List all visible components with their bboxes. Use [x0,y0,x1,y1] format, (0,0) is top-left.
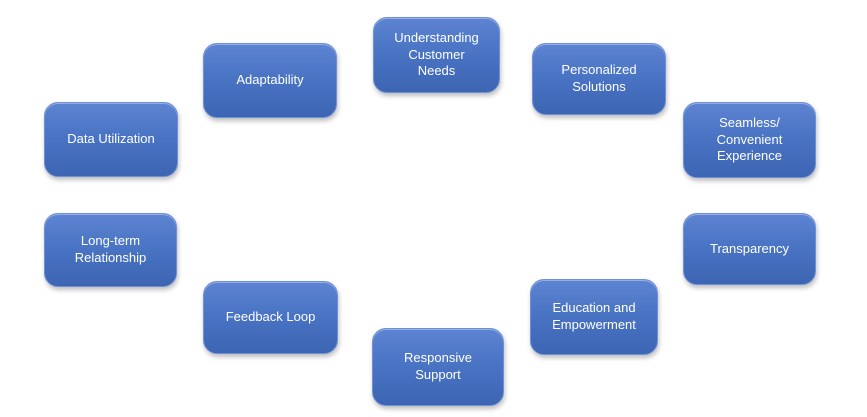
node-personalized-solutions: Personalized Solutions [532,43,666,115]
node-label: Understanding Customer Needs [394,30,479,79]
node-education-and-empowerment: Education and Empowerment [530,279,658,355]
node-responsive-support: Responsive Support [372,328,504,406]
node-adaptability: Adaptability [203,43,337,118]
node-label: Personalized Solutions [561,62,637,94]
node-label: Education and Empowerment [552,300,636,332]
node-label: Long-term Relationship [74,233,147,265]
node-label: Transparency [710,240,789,256]
node-label: Responsive Support [404,350,472,382]
node-seamless-convenient-experience: Seamless/ Convenient Experience [683,102,816,178]
node-understanding-customer-needs: Understanding Customer Needs [373,17,500,93]
node-label: Feedback Loop [225,309,316,325]
node-label: Data Utilization [67,131,155,147]
node-label: Adaptability [236,72,304,88]
node-feedback-loop: Feedback Loop [203,281,338,354]
node-long-term-relationship: Long-term Relationship [44,213,177,287]
node-label: Seamless/ Convenient Experience [716,115,783,164]
node-data-utilization: Data Utilization [44,102,178,177]
node-transparency: Transparency [683,213,816,285]
